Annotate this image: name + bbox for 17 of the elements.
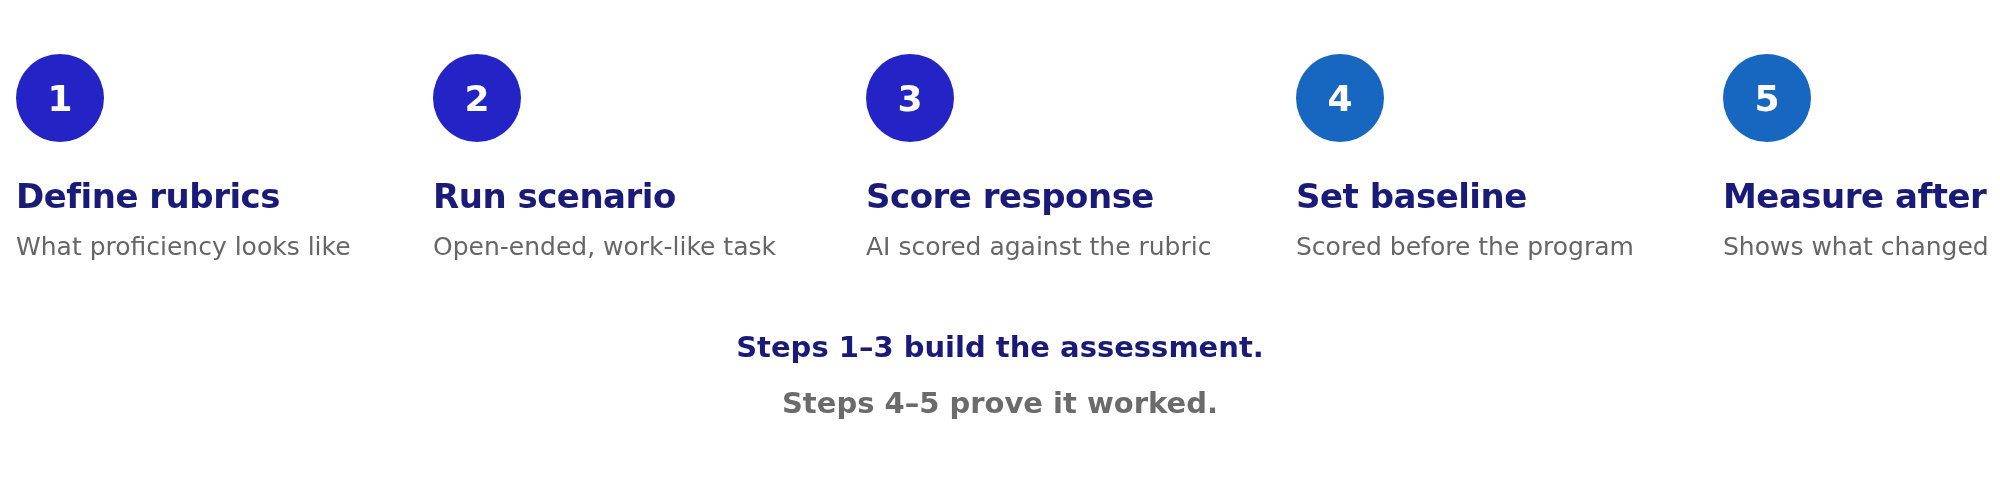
step-title: Run scenario: [433, 176, 676, 216]
step-description: Scored before the program: [1296, 232, 1634, 261]
step-number-circle: 5: [1723, 54, 1811, 142]
step-description: AI scored against the rubric: [866, 232, 1212, 261]
step-title: Set baseline: [1296, 176, 1527, 216]
step-description: What proficiency looks like: [16, 232, 351, 261]
summary-note: Steps 4–5 prove it worked.: [782, 386, 1218, 420]
step-description: Shows what changed: [1723, 232, 1989, 261]
step-title: Measure after: [1723, 176, 1987, 216]
step-title: Define rubrics: [16, 176, 280, 216]
step-number-circle: 1: [16, 54, 104, 142]
step-description: Open-ended, work-like task: [433, 232, 776, 261]
step-number-circle: 2: [433, 54, 521, 142]
step-number-circle: 3: [866, 54, 954, 142]
step-title: Score response: [866, 176, 1154, 216]
summary-heading: Steps 1–3 build the assessment.: [736, 330, 1264, 364]
step-number-circle: 4: [1296, 54, 1384, 142]
